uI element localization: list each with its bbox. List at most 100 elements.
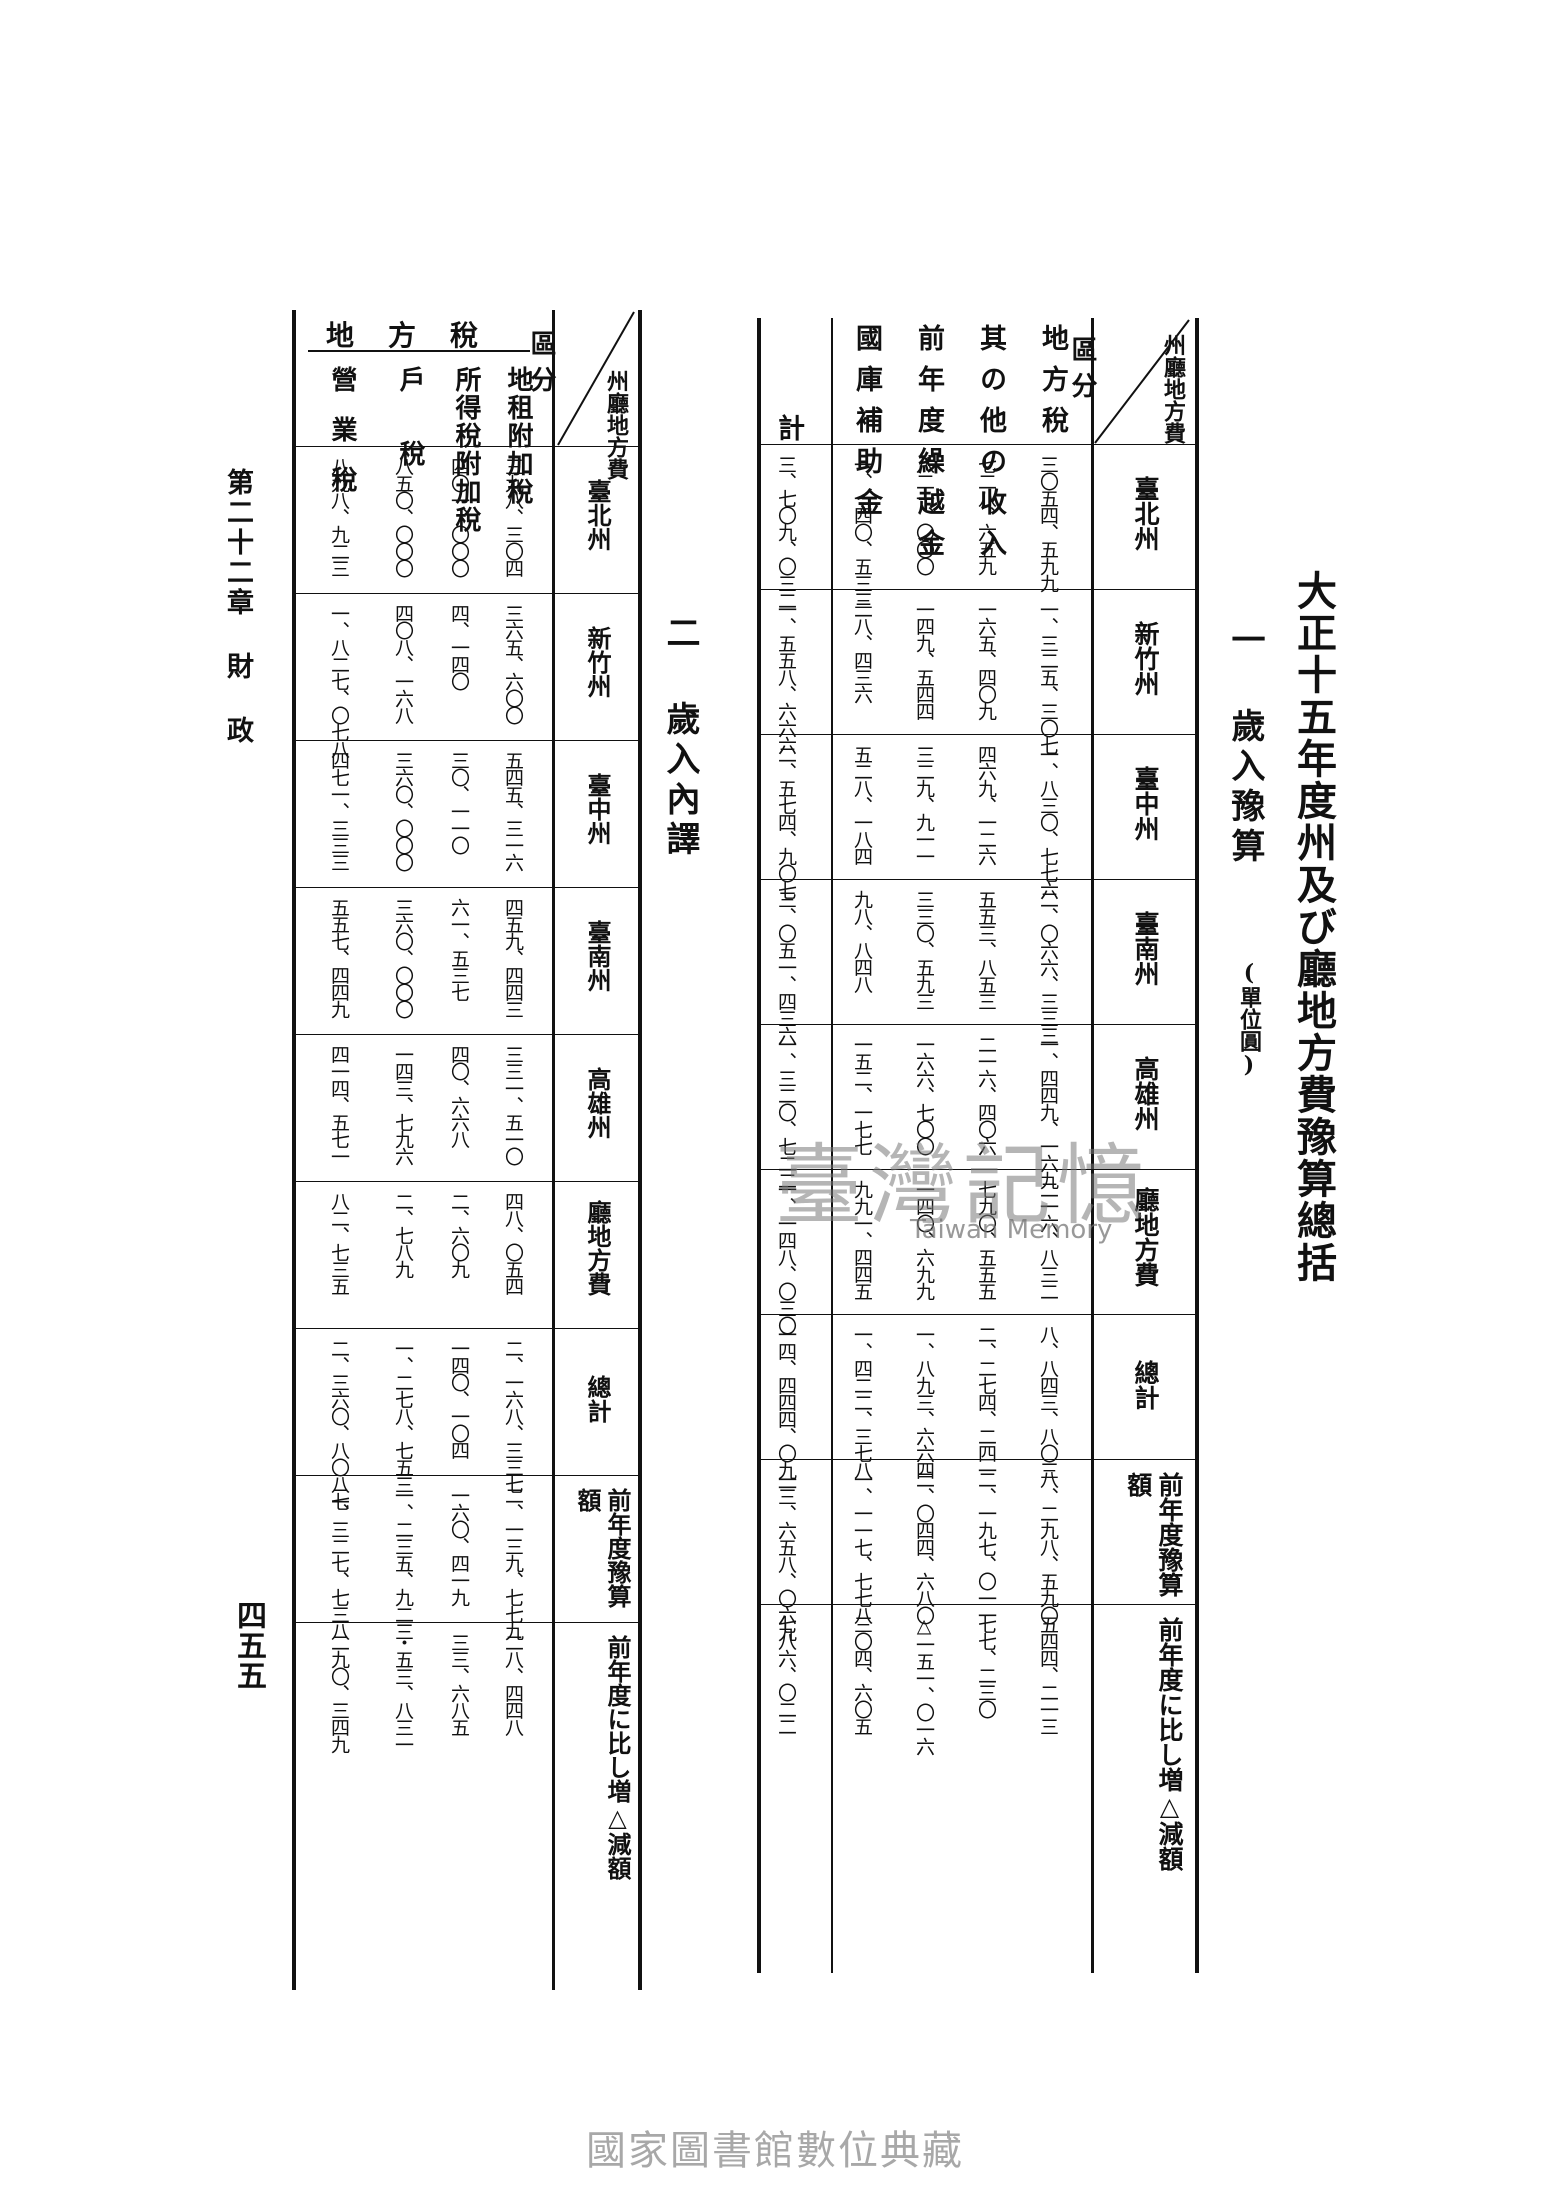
table-cell: 五四五、三一六 — [502, 751, 524, 870]
document-title: 大正十五年度州及び廳地方費豫算總括 — [1290, 570, 1337, 1284]
table1-column-row: 新竹州一、三二五、三〇七一六五、四〇九一四九、五四四二八、四三六一、五五八、六六… — [761, 590, 1195, 753]
row-label: 地方稅 — [1037, 324, 1068, 447]
column-header: 前年度豫算額 — [1123, 1472, 1184, 1597]
table-cell: 三〇、一一〇 — [448, 751, 470, 853]
table1-corner: 州廳地方費區分 — [761, 318, 1195, 445]
table-cell: 三六〇、〇〇〇 — [392, 751, 414, 870]
table-cell: 一六五、四〇九 — [975, 600, 997, 719]
table2-column-row: 前年度に比し増△減額二八、四四八三三、六八五・五三、八三一二九〇、三四九 — [296, 1623, 638, 1982]
table-cell: 二、〇六六、三三三 — [1037, 890, 1059, 1043]
table-cell: 三六五、六〇〇 — [502, 604, 524, 723]
table-cell: 二、六〇九 — [448, 1192, 470, 1277]
table2-column-row: 總計二、一六八、三三七一四〇、一〇四一、二七八、七五三二、三六〇、八〇八七 — [296, 1329, 638, 1509]
column-header: 臺北州 — [583, 478, 612, 551]
table-cell: 二一六、八三二 — [1037, 1180, 1059, 1299]
section1-heading: 一 歲入豫算 — [1225, 622, 1265, 868]
table-cell: ・五三、八三一 — [392, 1633, 414, 1752]
column-header: 新竹州 — [583, 625, 612, 698]
table-cell: 七九〇、五五五 — [975, 1180, 997, 1299]
table-cell: 一、八九三、六六四 — [913, 1325, 935, 1478]
table-cell: 一四〇、六九九 — [913, 1180, 935, 1299]
table-cell: 二八、四三六 — [851, 600, 873, 702]
table-cell: 一六〇、四一九 — [448, 1486, 470, 1605]
table-cell: 五二八、一八四 — [851, 745, 873, 864]
table-cell: 九九一、四四五 — [851, 1180, 873, 1299]
column-header: 高雄州 — [583, 1066, 612, 1139]
table-cell: 八、八四三、八〇三 — [1037, 1325, 1059, 1478]
row-label: 前年度繰越金 — [913, 324, 944, 570]
table-cell: 八五〇、〇〇〇 — [392, 457, 414, 576]
table2-column-row: 前年度豫算額二、一三九、七七九一六〇、四一九一、二三五、九二三二、三二七、七三八 — [296, 1476, 638, 1639]
header-corner-top: 州廳地方費 — [1160, 334, 1186, 444]
table-cell: 三〇四、六〇五 — [851, 1615, 873, 1734]
table-cell: 八二、七三五 — [328, 1192, 350, 1294]
table-cell: 三三〇、五九三 — [913, 890, 935, 1009]
table-cell: 四、一四〇 — [448, 604, 470, 689]
column-header: 廳地方費 — [1131, 1186, 1160, 1287]
table-cell: 一、四四九、一六九 — [1037, 1035, 1059, 1188]
row-label: 營業稅 — [327, 366, 357, 516]
table-cell: 一、八三〇、七七六 — [1037, 745, 1059, 898]
table-cell: 一四三、七九六 — [392, 1045, 414, 1164]
table-cell: 一、八二七、〇七八 — [328, 604, 350, 757]
table-cell: 二、一三九、七七九 — [502, 1486, 524, 1639]
revenue-breakdown-table: 州廳地方費區分地方稅地租附加稅所得稅附加稅戶稅營業稅臺北州三九八、三〇四四〇一、… — [292, 310, 642, 1990]
row-label: 其の他の收入 — [975, 324, 1006, 570]
table-cell: 三、〇五一、四三六 — [775, 890, 797, 1043]
table-cell: 四〇、六六八 — [448, 1045, 470, 1147]
row-label: 地租附加稅 — [503, 366, 533, 506]
table-cell: 四一四、五七一 — [328, 1045, 350, 1164]
column-header: 新竹州 — [1131, 620, 1160, 696]
table2-column-row: 臺中州五四五、三一六三〇、一一〇三六〇、〇〇〇四七一、三三三 — [296, 741, 638, 888]
table1-column-row: 臺中州一、八三〇、七七六四六九、一二六三二九、九一一五二八、一八四二、五七四、九… — [761, 735, 1195, 898]
group-bracket — [308, 350, 530, 360]
header-divider — [552, 310, 555, 1990]
header-divider — [1091, 318, 1094, 1973]
table-cell: 五五三、八五三 — [975, 890, 997, 1009]
column-header: 臺北州 — [1131, 475, 1160, 551]
table-cell: 二、二七四、二四一 — [975, 1325, 997, 1478]
total-row-label: 計 — [773, 414, 804, 441]
table-cell: 一四〇、一〇四 — [448, 1339, 470, 1458]
header-diagonal — [1094, 319, 1190, 444]
table-cell: 八九八、九二三 — [328, 457, 350, 576]
table-cell: 七七、二三〇 — [975, 1615, 997, 1717]
total-divider — [831, 318, 833, 1973]
table1-column-row: 前年度豫算額八、二九八、五九〇二、一九七、〇一一二、〇四四、六八〇一、一一七、七… — [761, 1460, 1195, 1640]
table-cell: 三九八、三〇四 — [502, 457, 524, 576]
table-cell: 四八、〇五四 — [502, 1192, 524, 1294]
table-cell: 一五二、一七七 — [851, 1035, 873, 1154]
table-cell: 五五七、四四九 — [328, 898, 350, 1017]
column-header: 高雄州 — [1131, 1055, 1160, 1131]
column-header: 前年度豫算額 — [573, 1488, 632, 1608]
table-cell: 一、一四〇、五三三 — [851, 455, 873, 608]
table2-column-row: 高雄州三三一、五一〇四〇、六六八一四三、七九六四一四、五七一 — [296, 1035, 638, 1182]
table-cell: 三二九、九一一 — [913, 745, 935, 864]
table-cell: 一六六、七〇〇 — [913, 1035, 935, 1154]
table-cell: 二、三二七、七三八 — [328, 1486, 350, 1639]
table1-column-row: 總計八、八四三、八〇三二、二七四、二四一一、八九三、六六四一、四二二、三七八一四… — [761, 1315, 1195, 1495]
header-diagonal — [557, 311, 635, 446]
column-header: 前年度に比し増△減額 — [1155, 1617, 1184, 1871]
table-cell: 一、四二二、三七八 — [851, 1325, 873, 1478]
table-cell: 四〇八、一六八 — [392, 604, 414, 723]
row-label: 戶稅 — [395, 366, 425, 514]
table-cell: 三、七〇九、〇三二 — [775, 455, 797, 608]
table-cell: 八、二九八、五九〇 — [1037, 1470, 1059, 1623]
table-cell: 二、三六〇、八〇八七 — [328, 1339, 350, 1509]
table-cell: 一、五五八、六六六 — [775, 600, 797, 753]
table1-column-row: 臺北州三〇五四、五九九七二八、六五九八二一、〇〇〇一、一四〇、五三三三、七〇九、… — [761, 445, 1195, 608]
row-label: 國庫補助金 — [851, 324, 882, 529]
table-cell: 三三、六八五 — [448, 1633, 470, 1735]
column-header: 臺南州 — [1131, 910, 1160, 986]
table-cell: 二八、四四八 — [502, 1633, 524, 1735]
table-cell: △一五一、〇一六 — [913, 1615, 935, 1754]
table2-column-row: 臺南州四五九、四四三六一、五三七三六〇、〇〇〇五五七、四四九 — [296, 888, 638, 1035]
table-cell: 二、七八九 — [392, 1192, 414, 1277]
header-corner-bottom: 區分 — [526, 330, 556, 402]
table2-corner: 州廳地方費區分 — [296, 310, 638, 480]
group-label: 地方稅 — [325, 319, 512, 352]
section1-unit: (單位圓) — [1236, 960, 1262, 1078]
table-cell: 二、一九七、〇一一 — [975, 1470, 997, 1623]
table2-column-row: 臺北州三九八、三〇四四〇一、〇〇〇八五〇、〇〇〇八九八、九二三 — [296, 447, 638, 594]
